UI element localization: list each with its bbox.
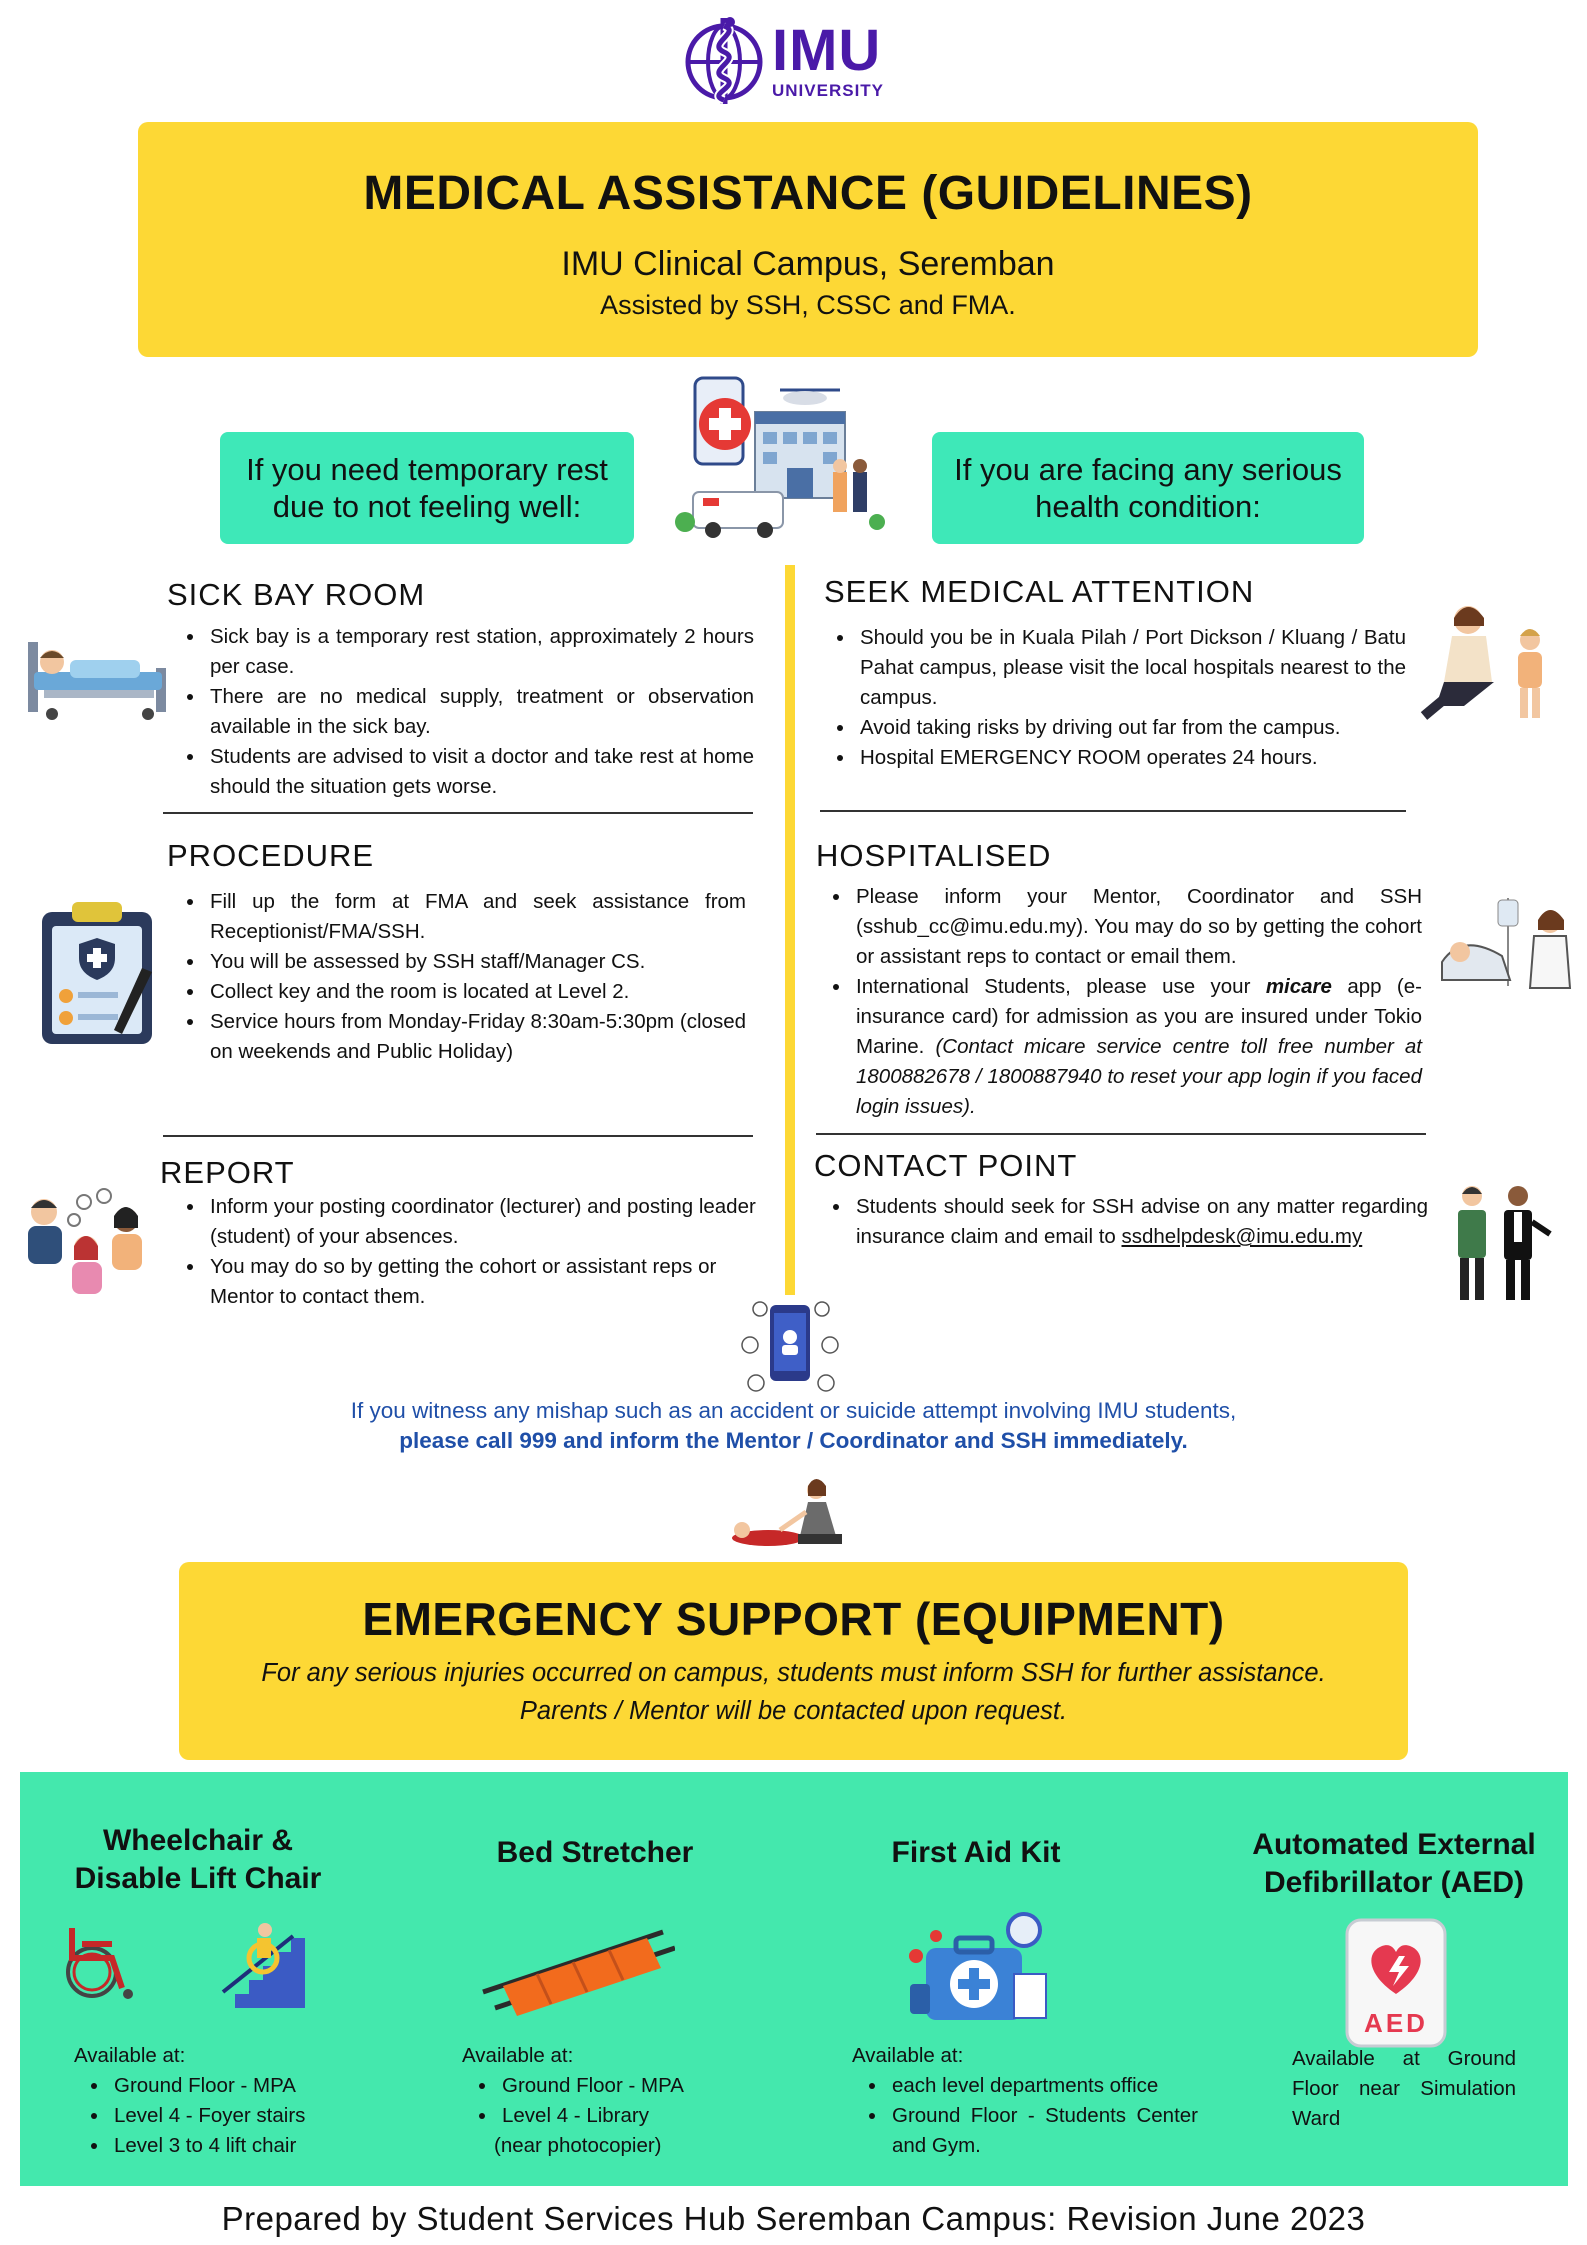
contact-point-list: Students should seek for SSH advise on a… xyxy=(826,1192,1428,1252)
assisted-by: Assisted by SSH, CSSC and FMA. xyxy=(600,290,1016,320)
procedure-title: PROCEDURE xyxy=(167,838,375,873)
emergency-line: For any serious injuries occurred on cam… xyxy=(261,1659,1326,1687)
logo-subtitle: UNIVERSITY xyxy=(772,80,885,100)
guidelines-banner: MEDICAL ASSISTANCE (GUIDELINES) IMU Clin… xyxy=(138,122,1478,357)
campus-name: IMU Clinical Campus, Seremban xyxy=(561,245,1055,283)
bed-stretcher-title: Bed Stretcher xyxy=(450,1834,740,1872)
emergency-title: EMERGENCY SUPPORT (EQUIPMENT) xyxy=(362,1593,1225,1645)
equipment-title-line: Wheelchair & xyxy=(102,1824,294,1857)
seek-medical-list: Should you be in Kuala Pilah / Port Dick… xyxy=(830,623,1406,773)
equipment-title-line: Automated External xyxy=(1252,1828,1536,1861)
list-item: Hospital EMERGENCY ROOM operates 24 hour… xyxy=(856,743,1406,773)
equipment-title-line: Bed Stretcher xyxy=(496,1836,694,1869)
witness-line: If you witness any mishap such as an acc… xyxy=(350,1398,1237,1423)
aed-label: AED xyxy=(1364,2008,1428,2038)
stretcher-icon xyxy=(482,1929,675,2016)
witness-call-line: please call 999 and inform the Mentor / … xyxy=(399,1428,1188,1453)
emergency-banner: EMERGENCY SUPPORT (EQUIPMENT) For any se… xyxy=(179,1562,1408,1760)
list-item: Level 3 to 4 lift chair xyxy=(110,2131,374,2161)
staff-people-illustration xyxy=(1458,1186,1552,1300)
hospitalised-text: International Students, please use your xyxy=(856,975,1266,998)
list-item: Inform your posting coordinator (lecture… xyxy=(206,1192,756,1252)
clipboard-icon xyxy=(42,902,152,1044)
availability-label: Available at: xyxy=(74,2044,186,2067)
hospitalised-text: Please inform your Mentor, Coordinator a… xyxy=(856,885,1422,968)
helpdesk-email-link[interactable]: ssdhelpdesk@imu.edu.my xyxy=(1121,1225,1363,1248)
contact-text: Students should seek for SSH advise on a… xyxy=(856,1195,1428,1248)
hospitalised-note: (Contact micare service centre toll free… xyxy=(856,1035,1422,1118)
serious-condition-header: If you are facing any serious health con… xyxy=(932,432,1364,544)
equipment-title-line: First Aid Kit xyxy=(891,1836,1061,1869)
divider xyxy=(163,1135,753,1137)
divider xyxy=(820,810,1406,812)
hospitalised-text: app (e-insurance card) for admission as … xyxy=(856,975,1422,1058)
wheelchair-locations: Ground Floor - MPA Level 4 - Foyer stair… xyxy=(74,2071,374,2161)
seek-medical-title: SEEK MEDICAL ATTENTION xyxy=(824,574,1255,609)
equipment-title-line: Disable Lift Chair xyxy=(74,1862,322,1895)
list-item: Students are advised to visit a doctor a… xyxy=(206,742,754,802)
list-item: International Students, please use your … xyxy=(852,972,1422,1122)
divider xyxy=(163,812,753,814)
stretcher-locations: Ground Floor - MPA Level 4 - Library xyxy=(462,2071,742,2131)
first-aid-locations: each level departments office Ground Flo… xyxy=(852,2071,1198,2161)
doctor-child-illustration xyxy=(1420,606,1542,720)
list-item: There are no medical supply, treatment o… xyxy=(206,682,754,742)
hospital-patient-illustration xyxy=(1441,898,1572,989)
first-aid-kit-icon xyxy=(909,1912,1047,2020)
availability-label: Available at: xyxy=(462,2044,574,2067)
equipment-title-line: Defibrillator (AED) xyxy=(1263,1866,1524,1899)
sick-bed-illustration xyxy=(28,642,166,720)
people-talking-illustration xyxy=(28,1188,142,1294)
hospital-illustration xyxy=(675,376,885,538)
list-item: You may do so by getting the cohort or a… xyxy=(206,1252,756,1312)
list-item: Students should seek for SSH advise on a… xyxy=(852,1192,1428,1252)
micare-app-name: micare xyxy=(1265,975,1332,998)
list-item: Avoid taking risks by driving out far fr… xyxy=(856,713,1406,743)
aed-location: Available at Ground Floor near Simulatio… xyxy=(1292,2047,1516,2130)
stretcher-note: (near photocopier) xyxy=(494,2134,662,2157)
list-item: Service hours from Monday-Friday 8:30am-… xyxy=(206,1007,746,1067)
first-aid-title: First Aid Kit xyxy=(826,1834,1126,1872)
temporary-rest-header: If you need temporary rest due to not fe… xyxy=(220,432,634,544)
list-item: Collect key and the room is located at L… xyxy=(206,977,746,1007)
emergency-line: Parents / Mentor will be contacted upon … xyxy=(519,1697,1068,1725)
list-item: Sick bay is a temporary rest station, ap… xyxy=(206,622,754,682)
page-title: MEDICAL ASSISTANCE (GUIDELINES) xyxy=(363,167,1253,220)
wheelchair-icon xyxy=(66,1928,133,1999)
footer-prepared-by: Prepared by Student Services Hub Seremba… xyxy=(221,2200,1366,2237)
aed-device-icon: AED xyxy=(1345,1918,1447,2048)
list-item: Please inform your Mentor, Coordinator a… xyxy=(852,882,1422,972)
imu-logo: IMU UNIVERSITY xyxy=(684,10,909,110)
list-item: Level 4 - Library xyxy=(498,2101,742,2131)
hospitalised-title: HOSPITALISED xyxy=(816,838,1052,873)
center-divider xyxy=(785,565,795,1295)
caduceus-globe-icon xyxy=(685,17,763,105)
procedure-list: Fill up the form at FMA and seek assista… xyxy=(180,887,746,1067)
list-item: Should you be in Kuala Pilah / Port Dick… xyxy=(856,623,1406,713)
witness-notice: If you witness any mishap such as an acc… xyxy=(200,1396,1387,1456)
hospitalised-list: Please inform your Mentor, Coordinator a… xyxy=(826,882,1422,1122)
list-item: Ground Floor - MPA xyxy=(110,2071,374,2101)
availability-label: Available at: xyxy=(852,2044,964,2067)
sick-bay-list: Sick bay is a temporary rest station, ap… xyxy=(180,622,754,802)
divider xyxy=(816,1133,1426,1135)
sick-bay-title: SICK BAY ROOM xyxy=(167,577,426,612)
logo-name: IMU xyxy=(772,17,882,83)
list-item: Level 4 - Foyer stairs xyxy=(110,2101,374,2131)
report-title: REPORT xyxy=(160,1155,295,1190)
list-item: Ground Floor - MPA xyxy=(498,2071,742,2101)
contact-point-title: CONTACT POINT xyxy=(814,1148,1078,1183)
list-item: each level departments office xyxy=(888,2071,1198,2101)
cpr-illustration xyxy=(732,1479,842,1546)
wheelchair-title: Wheelchair & Disable Lift Chair xyxy=(40,1822,356,1898)
stair-lift-icon xyxy=(217,1923,305,2008)
list-item: Ground Floor - Students Center and Gym. xyxy=(888,2101,1198,2161)
phone-apps-illustration xyxy=(741,1301,839,1392)
aed-title: Automated External Defibrillator (AED) xyxy=(1226,1826,1562,1902)
report-list: Inform your posting coordinator (lecture… xyxy=(180,1192,756,1312)
list-item: You will be assessed by SSH staff/Manage… xyxy=(206,947,746,977)
list-item: Fill up the form at FMA and seek assista… xyxy=(206,887,746,947)
